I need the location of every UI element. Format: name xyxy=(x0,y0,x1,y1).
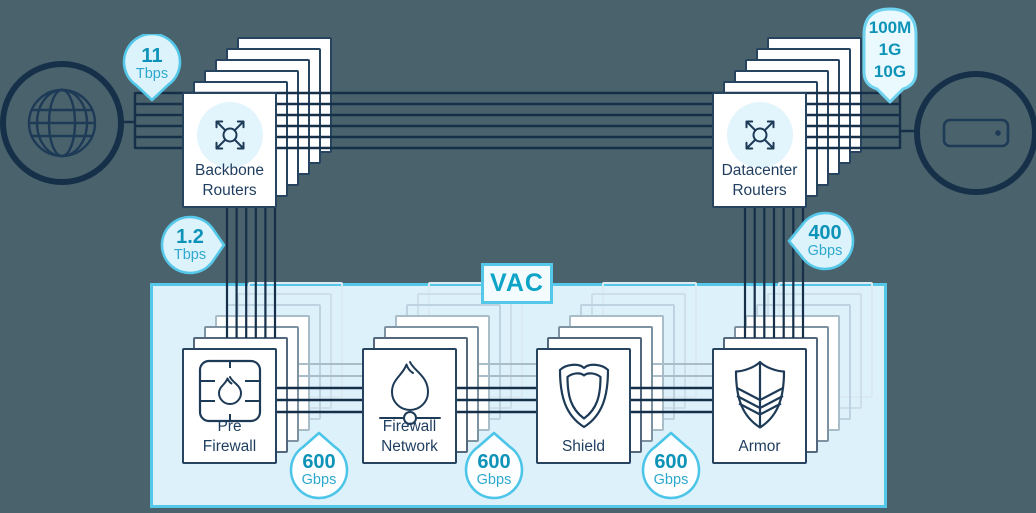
drop-icon xyxy=(289,431,349,500)
drop-icon xyxy=(641,431,701,500)
armor-icon xyxy=(734,360,785,429)
badge-from-vac-400gbps: 400 Gbps xyxy=(787,211,857,271)
badge-unit: Tbps xyxy=(135,65,169,82)
badge-unit: Gbps xyxy=(653,471,689,488)
drop-icon xyxy=(464,431,524,500)
globe-icon xyxy=(0,61,124,185)
badge-unit: Tbps xyxy=(173,246,207,263)
firewall-network-label: Firewall Network xyxy=(381,418,438,455)
pin-tall-icon xyxy=(862,7,918,104)
router-icon xyxy=(196,102,263,168)
datacenter-routers-label: Datacenter Routers xyxy=(721,162,798,199)
firewall-network-card: Firewall Network xyxy=(362,348,457,464)
badge-to-vac-1-2tbps: 1.2 Tbps xyxy=(158,215,228,275)
badge-value: 1.2 xyxy=(176,225,204,248)
badge-value: 11 xyxy=(141,44,163,67)
badge-value: 600 xyxy=(302,450,336,473)
badge-value: 600 xyxy=(477,450,511,473)
datacenter-routers-card: Datacenter Routers xyxy=(712,92,807,208)
pre-firewall-card: Pre Firewall xyxy=(182,348,277,464)
badge-ingress-11tbps: 11 Tbps xyxy=(122,34,182,104)
badge-server-link-speeds: 100M 1G 10G xyxy=(857,2,923,106)
router-icon xyxy=(726,102,793,168)
firewall-icon xyxy=(198,359,261,423)
pin-down-icon xyxy=(122,34,182,102)
pre-firewall-label: Pre Firewall xyxy=(202,418,257,455)
shield-label: Shield xyxy=(561,438,606,455)
badge-unit: Gbps xyxy=(476,471,512,488)
badge-value: 600 xyxy=(654,450,688,473)
badge-stage3-600gbps: 600 Gbps xyxy=(638,430,704,500)
armor-label: Armor xyxy=(738,438,781,455)
badge-stage1-600gbps: 600 Gbps xyxy=(286,430,352,500)
shield-card: Shield xyxy=(536,348,631,464)
backbone-routers-label: Backbone Routers xyxy=(195,162,264,199)
pin-right-icon xyxy=(160,215,226,275)
speed-10g: 10G xyxy=(873,62,907,81)
badge-unit: Gbps xyxy=(301,471,337,488)
badge-stage2-600gbps: 600 Gbps xyxy=(461,430,527,500)
shield-icon xyxy=(558,363,609,429)
speed-1g: 1G xyxy=(878,40,902,59)
server-node xyxy=(911,68,1036,203)
speed-100m: 100M xyxy=(868,18,912,37)
internet-node xyxy=(0,58,127,193)
server-icon xyxy=(914,71,1036,195)
backbone-routers-card: Backbone Routers xyxy=(182,92,277,208)
badge-unit: Gbps xyxy=(807,242,843,259)
vac-label: VAC xyxy=(481,263,553,304)
armor-card: Armor xyxy=(712,348,807,464)
badge-value: 400 xyxy=(808,221,842,244)
pin-left-icon xyxy=(787,211,855,271)
